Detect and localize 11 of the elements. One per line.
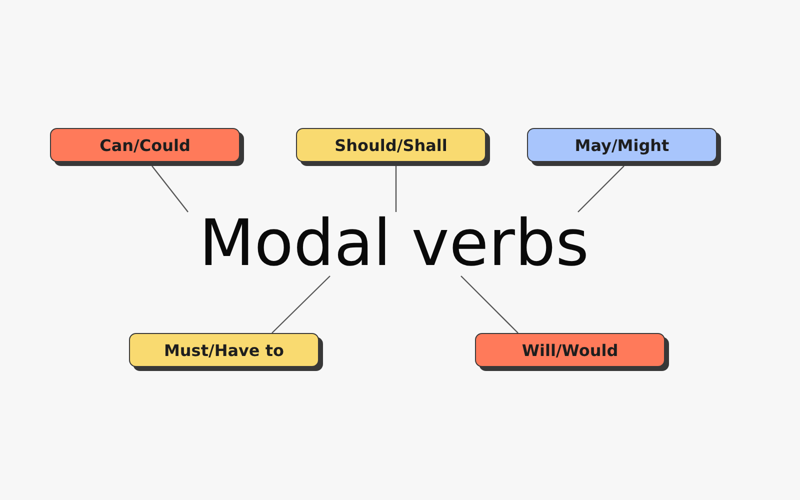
verb-tag: Can/Could [50, 128, 244, 166]
verb-tag: Must/Have to [129, 333, 323, 371]
connector-line [395, 166, 397, 212]
verb-tag: May/Might [527, 128, 721, 166]
verb-tag: Will/Would [475, 333, 669, 371]
connector-line [578, 166, 624, 212]
connector-line [272, 276, 330, 334]
central-title: Modal verbs [186, 212, 602, 276]
connector-line [152, 166, 188, 212]
connector-line [460, 276, 518, 334]
verb-tag: Should/Shall [296, 128, 490, 166]
